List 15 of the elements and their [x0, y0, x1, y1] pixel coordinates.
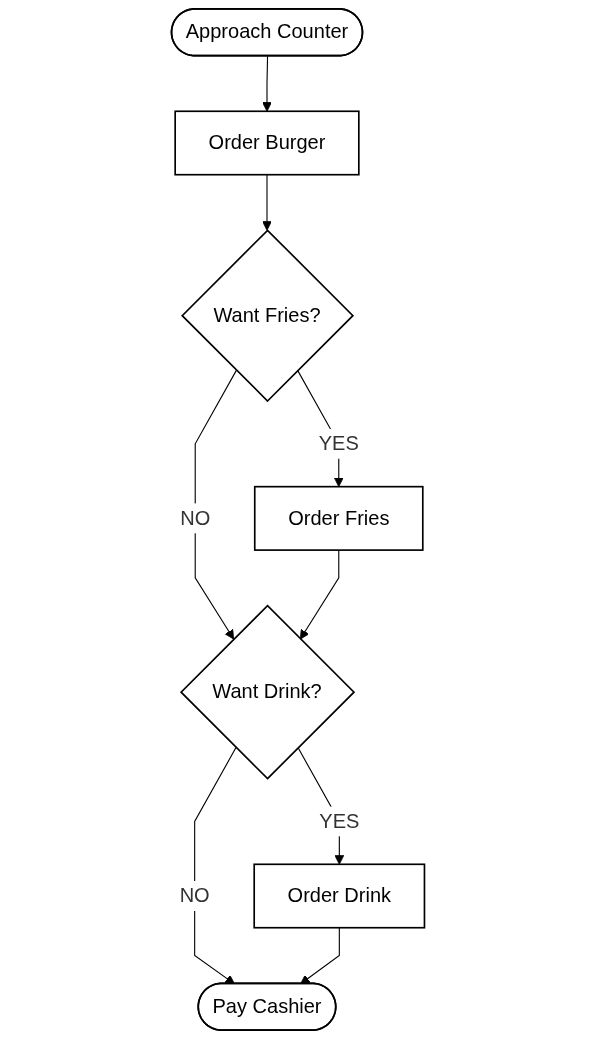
arrow	[262, 174, 272, 231]
edge-label: NO	[180, 506, 211, 529]
node-diamond: Want Drink?	[179, 604, 356, 780]
edge-label: YES	[319, 809, 360, 833]
edge-label: NO	[179, 884, 210, 907]
arrow	[299, 549, 340, 640]
arrow	[300, 927, 340, 985]
edge-label: YES	[318, 432, 359, 455]
node-box: Order Drink	[253, 863, 426, 929]
arrow	[194, 747, 237, 985]
node-box: Order Fries	[253, 485, 424, 551]
arrow	[194, 369, 237, 640]
node-diamond: Want Fries?	[181, 229, 355, 403]
node-box: Order Burger	[174, 110, 360, 176]
arrow	[262, 55, 272, 112]
